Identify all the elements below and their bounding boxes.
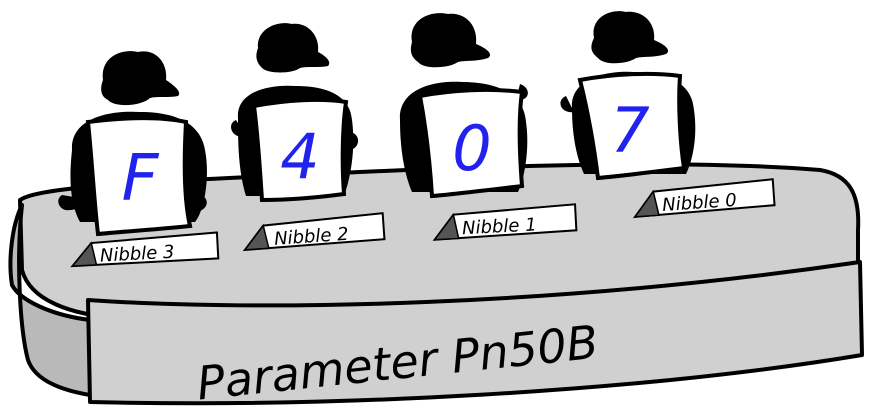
head [101, 51, 180, 106]
card [417, 87, 525, 199]
person-nibble-3: F [58, 51, 207, 237]
person-nibble-0: 7 [560, 11, 696, 181]
head [591, 11, 669, 64]
head [256, 23, 330, 73]
person-nibble-1: 0 [399, 13, 528, 199]
table-front [86, 260, 864, 406]
digit: 4 [280, 120, 319, 193]
digit: F [122, 142, 160, 216]
card [577, 71, 687, 181]
nameplate-label: Nibble 1 [462, 214, 538, 239]
card [85, 116, 193, 237]
digit: 0 [452, 112, 491, 185]
nameplate-label: Nibble 3 [99, 242, 175, 267]
head [410, 13, 491, 68]
card [251, 97, 349, 203]
nameplate-label: Nibble 2 [273, 224, 349, 250]
person-nibble-2: 4 [231, 23, 359, 203]
digit: 7 [610, 94, 649, 167]
nameplate-label: Nibble 0 [662, 190, 738, 216]
nameplate-nibble-3: Nibble 3 [70, 231, 220, 268]
nameplate-nibble-0: Nibble 0 [632, 178, 776, 219]
nameplate-nibble-1: Nibble 1 [432, 203, 578, 241]
nameplate-nibble-2: Nibble 2 [242, 212, 386, 252]
